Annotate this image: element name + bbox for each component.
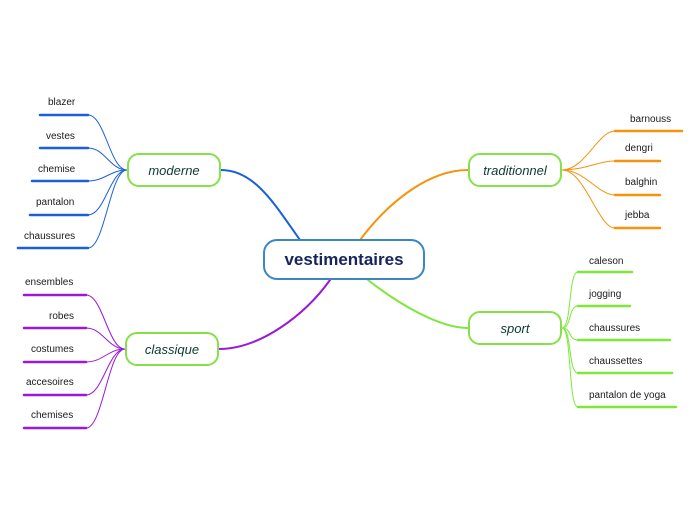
- leaf-classique-chemises[interactable]: chemises: [31, 410, 74, 421]
- connector-traditionnel-leaf: [561, 169, 616, 196]
- branch-classique[interactable]: classique: [125, 332, 219, 366]
- connector-central-sport: [367, 279, 469, 329]
- connector-classique-leaf: [85, 327, 126, 350]
- connector-classique-leaf: [85, 294, 126, 350]
- leaf-sport-caleson[interactable]: caleson: [589, 256, 624, 267]
- leaf-classique-accesoires[interactable]: accesoires: [26, 377, 74, 388]
- branch-classique-label: classique: [144, 341, 200, 357]
- leaf-traditionnel-barnouss[interactable]: barnouss: [630, 114, 672, 125]
- leaf-moderne-chaussures[interactable]: chaussures: [24, 231, 76, 242]
- branch-traditionnel-label: traditionnel: [483, 162, 547, 178]
- central-topic[interactable]: vestimentaires: [263, 239, 425, 280]
- branch-moderne-label: moderne: [148, 162, 200, 178]
- leaf-classique-robes[interactable]: robes: [49, 311, 75, 322]
- branch-traditionnel[interactable]: traditionnel: [468, 153, 562, 187]
- leaf-sport-pantalon-de-yoga[interactable]: pantalon de yoga: [589, 390, 666, 401]
- connector-sport-leaf: [561, 327, 579, 408]
- branch-sport[interactable]: sport: [468, 311, 562, 345]
- leaf-sport-jogging[interactable]: jogging: [589, 289, 622, 300]
- leaf-traditionnel-balghin[interactable]: balghin: [625, 177, 658, 188]
- leaf-moderne-vestes[interactable]: vestes: [46, 131, 75, 142]
- branch-sport-label: sport: [500, 320, 530, 336]
- connector-classique-leaf: [85, 348, 126, 429]
- leaf-classique-costumes[interactable]: costumes: [31, 344, 74, 355]
- connector-central-classique: [218, 279, 331, 350]
- connector-moderne-leaf: [87, 169, 128, 249]
- connector-sport-leaf: [561, 271, 579, 329]
- connector-moderne-leaf: [87, 147, 128, 171]
- connector-central-moderne: [220, 169, 301, 241]
- connector-moderne-leaf: [87, 169, 128, 182]
- connector-traditionnel-leaf: [561, 160, 616, 171]
- leaf-traditionnel-jebba[interactable]: jebba: [625, 210, 650, 221]
- connector-traditionnel-leaf: [561, 130, 616, 171]
- leaf-sport-chaussures[interactable]: chaussures: [589, 323, 641, 334]
- leaf-moderne-chemise[interactable]: chemise: [38, 164, 76, 175]
- central-topic-label: vestimentaires: [284, 249, 404, 269]
- leaf-moderne-blazer[interactable]: blazer: [48, 97, 76, 108]
- leaf-moderne-pantalon[interactable]: pantalon: [36, 197, 75, 208]
- branch-moderne[interactable]: moderne: [127, 153, 221, 187]
- leaf-classique-ensembles[interactable]: ensembles: [25, 277, 74, 288]
- connector-moderne-leaf: [87, 114, 128, 171]
- leaf-sport-chaussettes[interactable]: chaussettes: [589, 356, 643, 367]
- connector-traditionnel-leaf: [561, 169, 616, 229]
- connector-sport-leaf: [561, 305, 579, 329]
- leaf-traditionnel-dengri[interactable]: dengri: [625, 143, 653, 154]
- connector-central-traditionnel: [359, 169, 469, 241]
